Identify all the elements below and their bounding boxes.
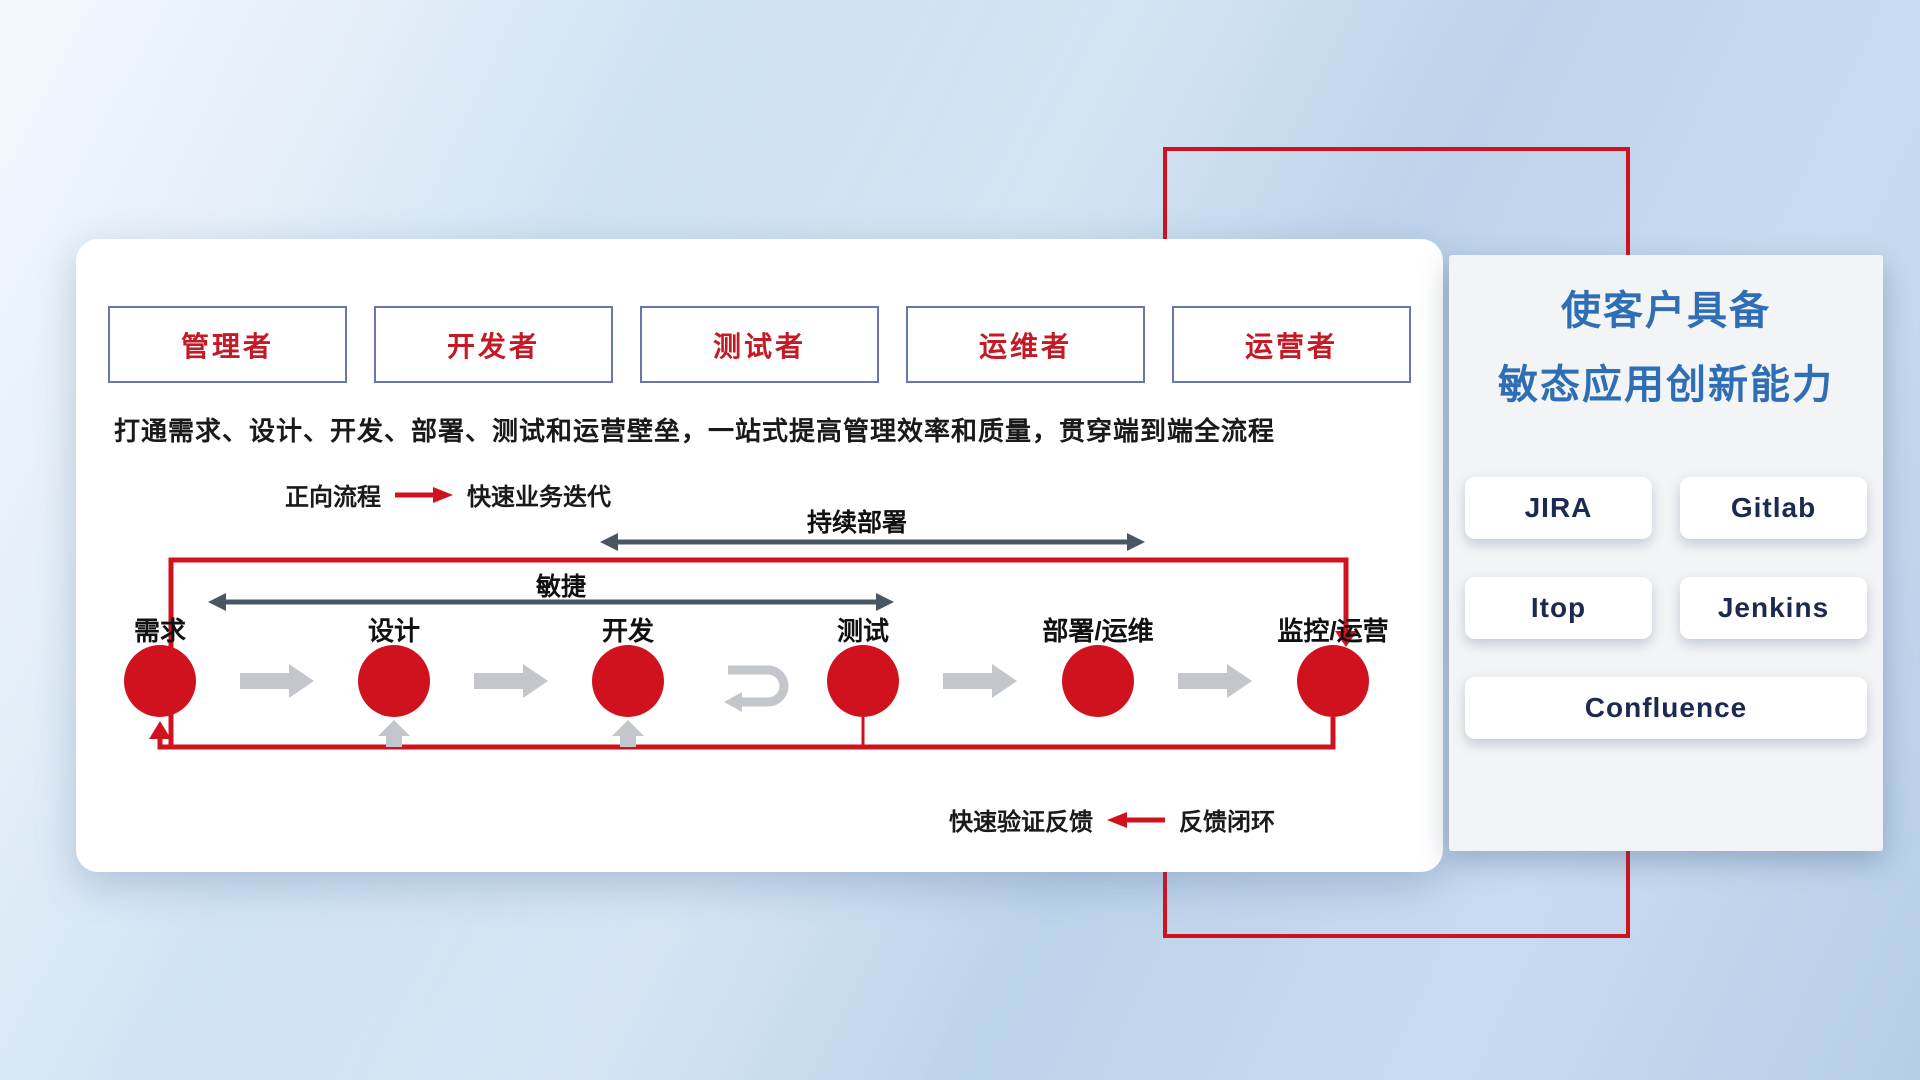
feedback-up-arrow-icon (612, 720, 644, 747)
stage-circle-requirement (124, 645, 196, 717)
feedback-legend-label: 快速验证反馈 (949, 809, 1093, 836)
tool-chip-confluence: Confluence (1465, 677, 1867, 739)
tool-chip-itop: Itop (1465, 577, 1652, 639)
feedback-arrow-icon (1107, 811, 1165, 828)
stage-circle-develop (592, 645, 664, 717)
devops-flow-panel: 管理者 开发者 测试者 运维者 运营者 打通需求、设计、开发、部署、测试和运营壁… (76, 239, 1443, 872)
role-box-developer: 开发者 (374, 306, 613, 383)
forward-arrow-icon (395, 486, 453, 503)
stage-circle-design (358, 645, 430, 717)
flow-arrow-icon (1178, 664, 1252, 698)
forward-loop-line (168, 557, 1349, 747)
stage-label-monitor-operate: 监控/运营 (1277, 616, 1389, 646)
role-box-ops: 运维者 (906, 306, 1145, 383)
side-panel-title-line2: 敏态应用创新能力 (1498, 363, 1834, 407)
stage-circle-monitor-operate (1297, 645, 1369, 717)
feedback-legend-value: 反馈闭环 (1179, 809, 1275, 836)
forward-legend-label: 正向流程 (285, 484, 381, 511)
arrow-right-icon (1127, 533, 1145, 551)
role-label: 测试者 (712, 330, 806, 362)
forward-flow-legend: 正向流程 快速业务迭代 (285, 477, 611, 512)
stage-label-test: 测试 (836, 616, 889, 646)
role-box-tester: 测试者 (640, 306, 879, 383)
continuous-deploy-span-label: 持续部署 (806, 509, 907, 537)
arrow-down-icon (1335, 631, 1357, 647)
flow-arrow-icon (474, 664, 548, 698)
stage-circle-deploy-ops (1062, 645, 1134, 717)
arrow-right-icon (876, 593, 894, 611)
arrow-left-icon (208, 593, 226, 611)
role-label: 管理者 (180, 330, 274, 362)
capability-side-panel: 使客户具备 敏态应用创新能力 JIRA Gitlab Itop Jenkins … (1449, 255, 1883, 851)
feedback-loop-line (157, 717, 1336, 750)
role-label: 开发者 (446, 330, 540, 362)
flow-arrow-icon (240, 664, 314, 698)
stage-circle-test (827, 645, 899, 717)
stage-label-requirement: 需求 (133, 616, 186, 646)
tool-chip-jenkins: Jenkins (1680, 577, 1867, 639)
tool-chip-jira: JIRA (1465, 477, 1652, 539)
arrow-up-icon (149, 721, 171, 739)
flow-arrow-icon (943, 664, 1017, 698)
role-box-operator: 运营者 (1172, 306, 1411, 383)
stage-label-design: 设计 (367, 616, 420, 646)
iteration-loop-arrowhead (724, 692, 742, 712)
flow-diagram-graphics (149, 533, 1357, 750)
forward-legend-value: 快速业务迭代 (467, 484, 611, 511)
role-label: 运营者 (1244, 330, 1338, 362)
agile-span-label: 敏捷 (535, 573, 586, 601)
role-box-manager: 管理者 (108, 306, 347, 383)
roles-row: 管理者 开发者 测试者 运维者 运营者 (108, 306, 1411, 383)
side-panel-title-line1: 使客户具备 (1561, 289, 1771, 333)
tool-chip-gitlab: Gitlab (1680, 477, 1867, 539)
stage-label-develop: 开发 (601, 616, 654, 646)
stage-label-deploy-ops: 部署/运维 (1042, 616, 1154, 646)
tools-grid: JIRA Gitlab Itop Jenkins Confluence (1465, 477, 1867, 739)
feedback-up-arrow-icon (378, 720, 410, 747)
iteration-loop-icon (728, 665, 789, 707)
role-label: 运维者 (978, 330, 1072, 362)
feedback-legend: 快速验证反馈 反馈闭环 (949, 802, 1275, 837)
panel-subtitle: 打通需求、设计、开发、部署、测试和运营壁垒，一站式提高管理效率和质量，贯穿端到端… (114, 416, 1276, 446)
arrow-left-icon (600, 533, 618, 551)
